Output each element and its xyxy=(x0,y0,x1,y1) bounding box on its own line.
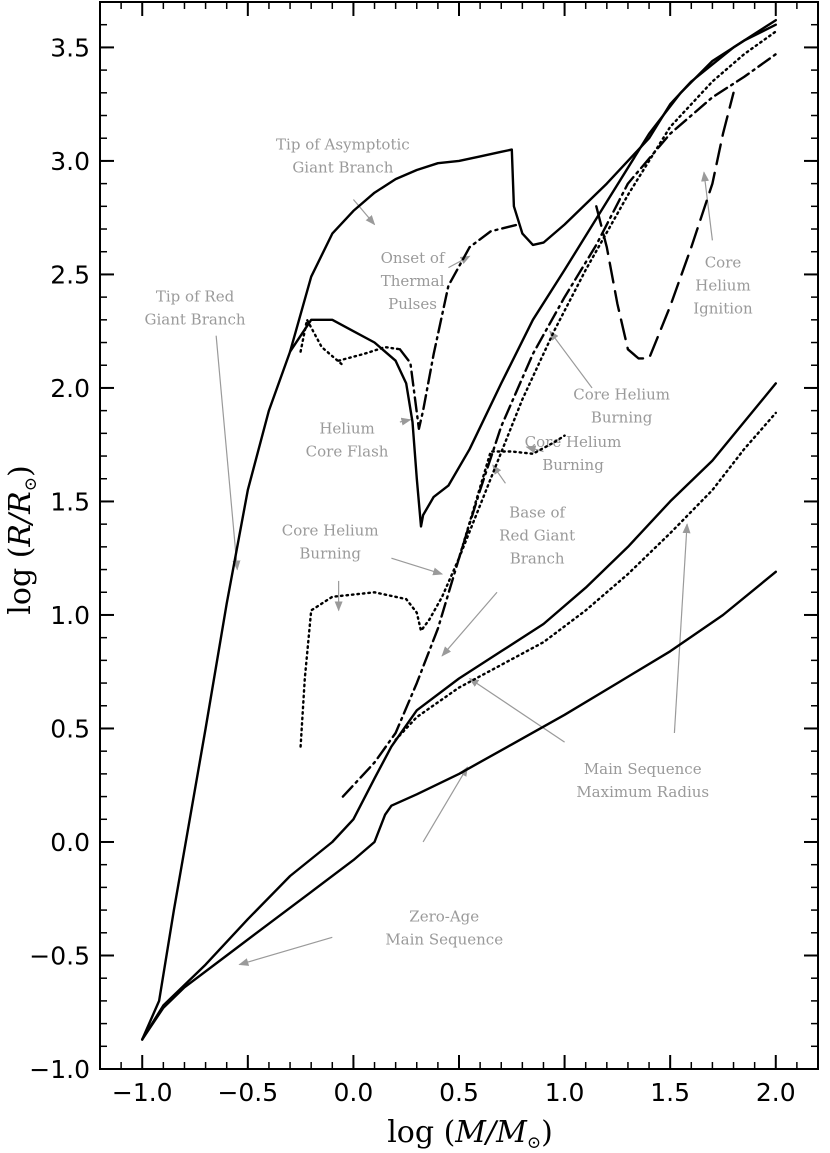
y-tick-label: −1.0 xyxy=(29,1055,90,1084)
x-tick-label: 1.5 xyxy=(650,1078,690,1107)
annotation-arrow xyxy=(238,936,333,966)
annotation-arrow xyxy=(441,591,498,657)
x-axis-label: log (M/M⊙) xyxy=(387,1115,553,1153)
x-tick-label: 0.0 xyxy=(334,1078,374,1107)
annotation-arrow xyxy=(399,417,412,426)
y-tick-label: 3.0 xyxy=(50,147,90,176)
y-tick-label: 1.0 xyxy=(50,601,90,630)
series-line-7-dashdot xyxy=(398,223,520,430)
y-axis-label: log (R/R⊙) xyxy=(3,465,41,614)
x-tick-label: 1.0 xyxy=(545,1078,585,1107)
x-tick-label: −0.5 xyxy=(217,1078,278,1107)
series-line-2-solid xyxy=(141,382,777,1041)
series-line-1-solid xyxy=(141,570,777,1041)
y-tick-label: 2.0 xyxy=(50,374,90,403)
annotation-arrow xyxy=(352,199,376,226)
plot-frame xyxy=(99,1,819,1070)
series-line-6-dashdot xyxy=(341,53,777,798)
x-tick-label: −1.0 xyxy=(112,1078,173,1107)
y-tick-label: 2.5 xyxy=(50,260,90,289)
series-line-12-longdash xyxy=(595,91,735,360)
data-series xyxy=(141,19,777,1041)
annotation-arrow xyxy=(468,677,565,743)
y-tick-label: −0.5 xyxy=(29,941,90,970)
y-tick-label: 0.5 xyxy=(50,714,90,743)
annotation-arrow xyxy=(448,255,471,269)
series-line-9-dotted xyxy=(337,345,402,362)
y-tick-label: 1.5 xyxy=(50,487,90,516)
y-tick-label: 3.5 xyxy=(50,33,90,62)
series-line-8-dotted xyxy=(299,318,345,367)
annotation-arrow xyxy=(215,335,241,571)
annotation-arrow xyxy=(492,464,506,484)
series-line-5-solid xyxy=(288,19,777,353)
axis-ticks xyxy=(99,1,819,1070)
tick-labels: −1.0 −0.5 0.0 0.5 1.0 1.5 2.0 −1.0 −0.5 0.0 0.5 1.0… xyxy=(29,33,795,1107)
annotation-arrow xyxy=(422,766,468,843)
series-line-4-solid xyxy=(141,23,777,1041)
series-line-3-dotted xyxy=(394,411,777,741)
series-line-10-dotted xyxy=(299,434,566,748)
annotation-arrow xyxy=(673,523,691,734)
annotation-arrow xyxy=(549,330,593,389)
annotation-arrow xyxy=(701,171,714,241)
y-tick-label: 0.0 xyxy=(50,828,90,857)
series-line-11-dotted xyxy=(457,30,777,560)
x-tick-label: 0.5 xyxy=(439,1078,479,1107)
x-tick-label: 2.0 xyxy=(756,1078,796,1107)
annotation-arrow xyxy=(391,557,444,576)
